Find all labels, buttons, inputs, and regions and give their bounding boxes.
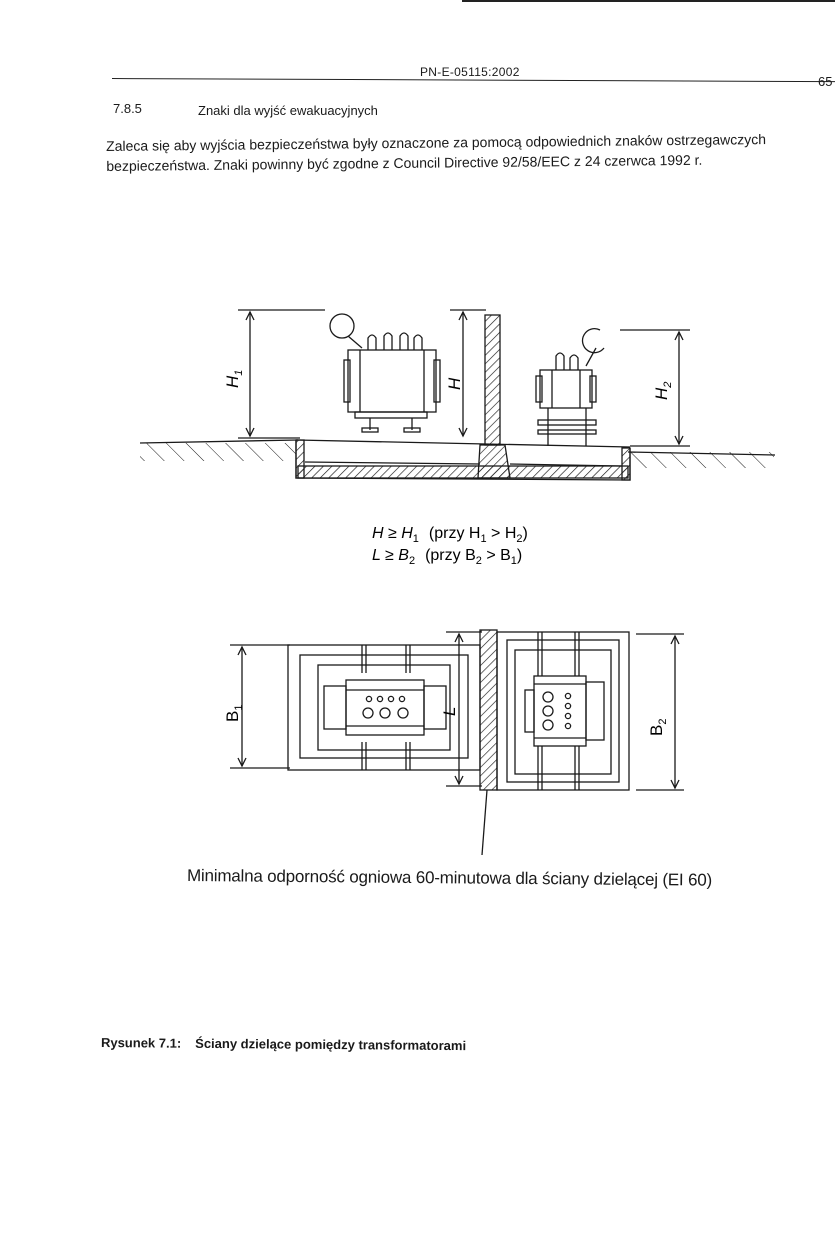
note-leader-line [481,789,488,856]
transformer-large-elevation [329,313,441,433]
caption-label: Rysunek 7.1: [100,1035,182,1051]
dividing-wall-plan [479,629,498,791]
foundation-left-hatch [295,439,305,479]
dimension-h2 [620,329,690,447]
label-h2: H2 [652,382,674,400]
foundation-bottom-hatch [297,465,629,479]
dimension-l [446,631,482,787]
conservator-small [581,328,605,354]
ground-line-left [139,439,299,444]
label-b2: B2 [647,719,669,736]
label-h: H [445,377,464,390]
tank-small [539,369,593,409]
dimension-b1 [230,644,290,769]
plan-transformer-small [533,675,587,747]
pit-inner-left [304,461,481,465]
foundation-top [295,439,631,448]
dimension-h [450,309,486,438]
wall-footing [477,444,511,479]
figure-caption: Rysunek 7.1: Ściany dzielące pomiędzy tra… [101,1035,466,1053]
pit-inner-right [509,463,623,467]
formula-line-1: H ≥ H1(przy H1 > H2) [372,525,528,545]
label-h1: H1 [223,370,245,388]
elevation-view [139,309,776,481]
caption-title: Ściany dzielące pomiędzy transformatoram… [195,1035,467,1054]
formula-line-2: L ≥ B2(przy B2 > B1) [372,547,522,567]
label-l: L [440,707,459,716]
dividing-wall-elevation [484,314,501,446]
conservator-large [329,313,355,339]
transformer-small-elevation [535,328,605,446]
page-number: 65 [818,74,833,89]
ground-hatch-left [140,443,296,461]
plan-right-outer [496,631,630,791]
tank-large [347,349,437,413]
dimension-h1 [238,309,325,439]
top-edge-rule [462,0,835,2]
plan-view [230,629,684,856]
label-b1: B1 [223,705,245,722]
section-number: 7.8.5 [113,101,142,116]
section-title: Znaki dla wyjść ewakuacyjnych [198,103,378,118]
standard-code: PN-E-05115:2002 [420,65,520,79]
ground-hatch-right [628,452,774,468]
dimension-b2 [636,633,684,791]
foundation-right-hatch [621,447,631,481]
